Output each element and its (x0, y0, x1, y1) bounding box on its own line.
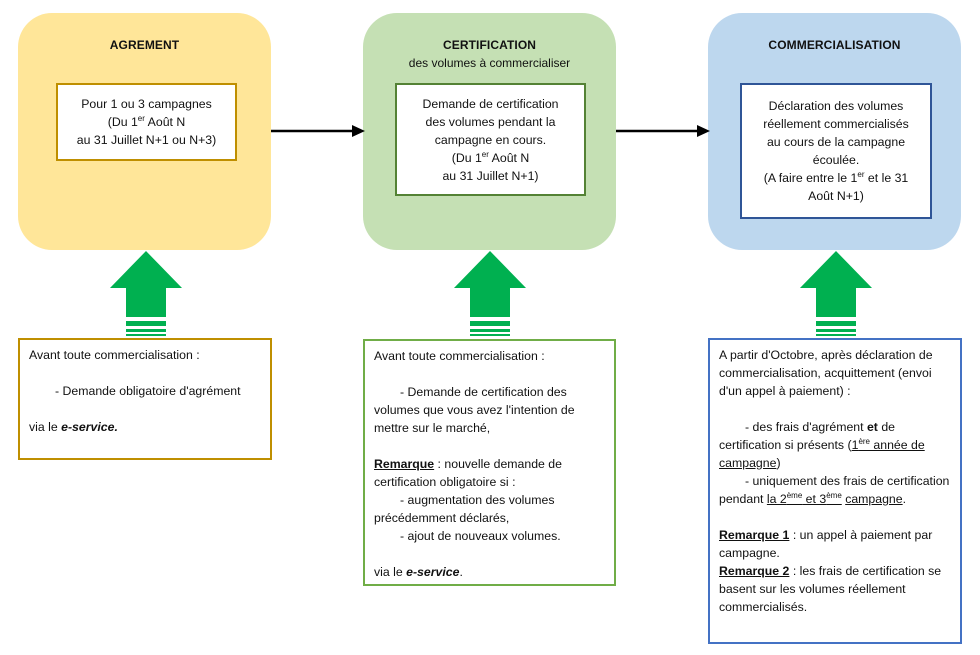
stage-title: COMMERCIALISATION (768, 38, 901, 52)
stage-detail-box: Déclaration des volumes réellement comme… (740, 83, 932, 219)
eservice-text: e-service. (61, 420, 118, 434)
detail-line: au cours de la campagne (766, 135, 906, 149)
detail-line: écoulée. (812, 153, 860, 167)
note-line: Avant toute commercialisation : (374, 349, 545, 363)
detail-line: campagne en cours. (434, 132, 547, 147)
note-remarque: Remarque : nouvelle demande de certifica… (374, 457, 562, 489)
note-bullet: - Demande de certification des volumes q… (374, 385, 575, 435)
note-certification: Avant toute commercialisation : - Demand… (363, 339, 616, 586)
note-bullet: - uniquement des frais de certification … (719, 474, 950, 506)
detail-line: des volumes pendant la (425, 114, 556, 129)
note-intro: A partir d'Octobre, après déclaration de… (719, 348, 933, 398)
note-commercialisation: A partir d'Octobre, après déclaration de… (708, 338, 962, 644)
stage-detail-box: Demande de certification des volumes pen… (395, 83, 586, 196)
stage-commercialisation: COMMERCIALISATION Déclaration des volume… (708, 13, 961, 250)
note-via-line: via le e-service. (374, 565, 463, 579)
detail-line: (A faire entre le 1er et le 31 (763, 169, 909, 185)
note-remarque-1: Remarque 1 : un appel à paiement par cam… (719, 528, 933, 560)
detail-line: (Du 1er Août N (451, 149, 530, 165)
note-via-line: via le e-service. (29, 420, 118, 434)
detail-line: Déclaration des volumes (768, 99, 904, 113)
detail-line: Août N+1) (808, 189, 864, 203)
note-bullet: - ajout de nouveaux volumes. (400, 529, 561, 543)
note-remarque-2: Remarque 2 : les frais de certification … (719, 564, 942, 614)
note-agrement: Avant toute commercialisation : - Demand… (18, 338, 272, 460)
stage-certification: CERTIFICATION des volumes à commercialis… (363, 13, 616, 250)
eservice-text: e-service (406, 565, 460, 579)
detail-line: réellement commercialisés (763, 117, 909, 131)
stage-agrement: AGREMENT Pour 1 ou 3 campagnes (Du 1er A… (18, 13, 271, 250)
detail-line: Pour 1 ou 3 campagnes (81, 97, 212, 111)
detail-line: (Du 1er Août N (107, 113, 186, 129)
note-bullet: - des frais d'agrément et de certificati… (719, 420, 925, 470)
detail-line: Demande de certification (422, 96, 559, 111)
stage-detail-box: Pour 1 ou 3 campagnes (Du 1er Août N au … (56, 83, 237, 161)
detail-line: au 31 Juillet N+1) (442, 168, 539, 183)
note-bullet: - Demande obligatoire d'agrément (55, 384, 241, 398)
stage-title: CERTIFICATION (442, 38, 537, 52)
note-line: Avant toute commercialisation : (29, 348, 200, 362)
up-arrow-icon (454, 251, 526, 336)
up-arrow-icon (110, 251, 182, 336)
connector-arrow-1 (271, 125, 365, 137)
note-bullet: - augmentation des volumes précédemment … (374, 493, 555, 525)
detail-line: au 31 Juillet N+1 ou N+3) (76, 133, 217, 147)
stage-title: AGREMENT (109, 38, 180, 52)
stage-subtitle: des volumes à commercialiser (408, 56, 571, 70)
up-arrow-icon (800, 251, 872, 336)
connector-arrow-2 (616, 125, 710, 137)
